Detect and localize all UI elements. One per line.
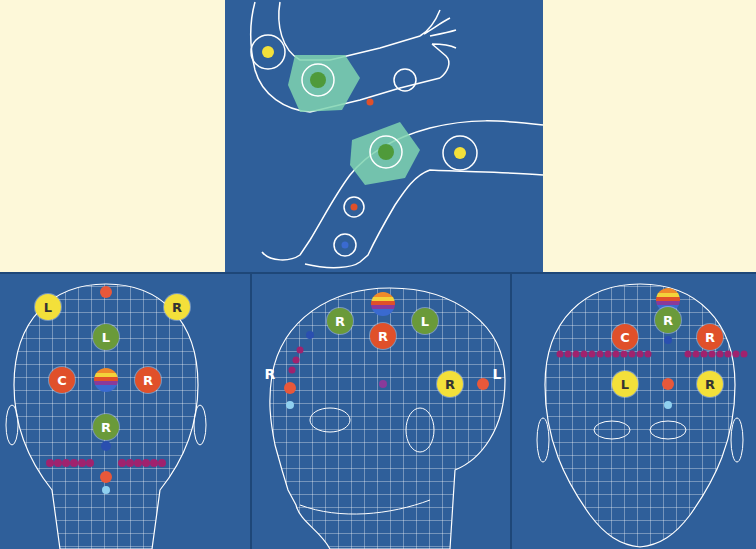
marker-circle: C [49, 367, 75, 393]
marker-circle: R [93, 414, 119, 440]
marker-circle: R [655, 307, 681, 333]
marker-circle: R [697, 371, 723, 397]
marker-circle: L [35, 294, 61, 320]
side-letter: R [705, 331, 715, 344]
side-letter: L [44, 301, 52, 314]
side-letter: L [102, 331, 110, 344]
side-letter: R [335, 315, 345, 328]
marker-circle: L [93, 324, 119, 350]
marker-circle: R [164, 294, 190, 320]
side-letter: R [445, 378, 455, 391]
side-letter: R [705, 378, 715, 391]
side-letter: C [57, 374, 67, 387]
marker-circle: L [412, 308, 438, 334]
side-letter: L [421, 315, 429, 328]
marker-circle: C [612, 324, 638, 350]
side-letter: R [172, 301, 182, 314]
side-letter: R [378, 330, 388, 343]
marker-circle: R [697, 324, 723, 350]
marker-circle: R [327, 308, 353, 334]
side-label: L [493, 367, 502, 381]
side-letter: R [101, 421, 111, 434]
marker-circle: R [370, 323, 396, 349]
side-label: R [265, 367, 276, 381]
side-letter: R [663, 314, 673, 327]
marker-circle: R [437, 371, 463, 397]
side-letter: L [621, 378, 629, 391]
side-letter: C [620, 331, 630, 344]
marker-circle: L [612, 371, 638, 397]
side-letter: R [143, 374, 153, 387]
marker-circle: R [135, 367, 161, 393]
